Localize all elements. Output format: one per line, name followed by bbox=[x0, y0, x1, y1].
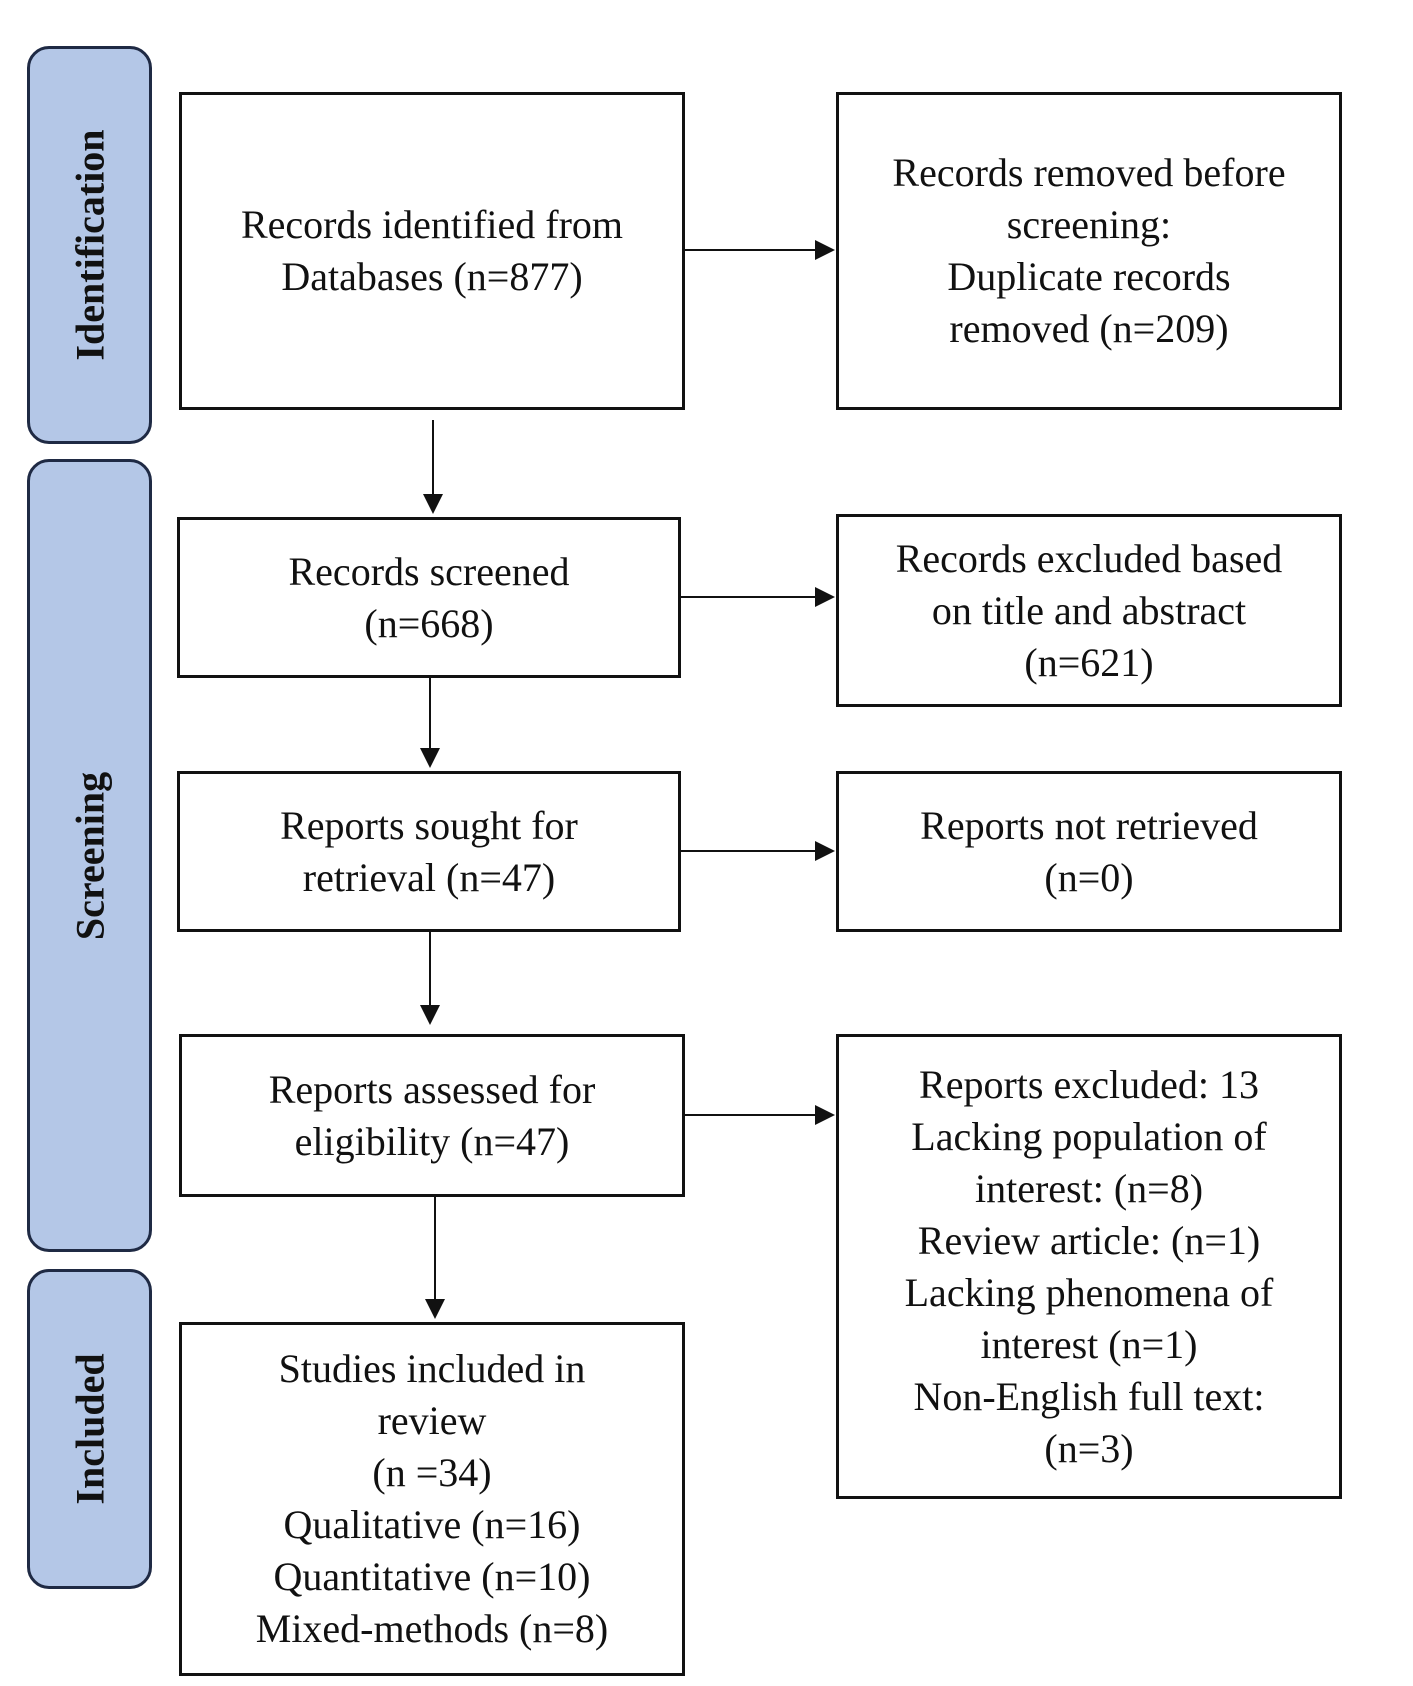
reports-excluded-box: Reports excluded: 13 Lacking population … bbox=[836, 1034, 1342, 1499]
records-removed-text: Records removed before screening: Duplic… bbox=[892, 150, 1286, 351]
reports-sought-box: Reports sought for retrieval (n=47) bbox=[177, 771, 681, 932]
records-removed-box: Records removed before screening: Duplic… bbox=[836, 92, 1342, 410]
reports-sought-text: Reports sought for retrieval (n=47) bbox=[280, 802, 578, 900]
phase-identification: Identification bbox=[27, 46, 152, 444]
records-excluded-box: Records excluded based on title and abst… bbox=[836, 514, 1342, 707]
phase-screening: Screening bbox=[27, 459, 152, 1252]
reports-excluded-text: Reports excluded: 13 Lacking population … bbox=[904, 1061, 1274, 1471]
reports-not-retrieved-text: Reports not retrieved (n=0) bbox=[920, 802, 1258, 900]
records-screened-text: Records screened (n=668) bbox=[288, 548, 570, 646]
studies-included-box: Studies included in review (n =34) Quali… bbox=[179, 1322, 685, 1676]
records-identified-box: Records identified from Databases (n=877… bbox=[179, 92, 685, 410]
reports-assessed-text: Reports assessed for eligibility (n=47) bbox=[268, 1066, 596, 1164]
reports-not-retrieved-box: Reports not retrieved (n=0) bbox=[836, 771, 1342, 932]
studies-included-text: Studies included in review (n =34) Quali… bbox=[255, 1346, 609, 1651]
records-excluded-text: Records excluded based on title and abst… bbox=[895, 535, 1283, 685]
records-screened-box: Records screened (n=668) bbox=[177, 517, 681, 678]
phase-included: Included bbox=[27, 1269, 152, 1589]
records-identified-text: Records identified from Databases (n=877… bbox=[240, 202, 624, 299]
reports-assessed-box: Reports assessed for eligibility (n=47) bbox=[179, 1034, 685, 1197]
